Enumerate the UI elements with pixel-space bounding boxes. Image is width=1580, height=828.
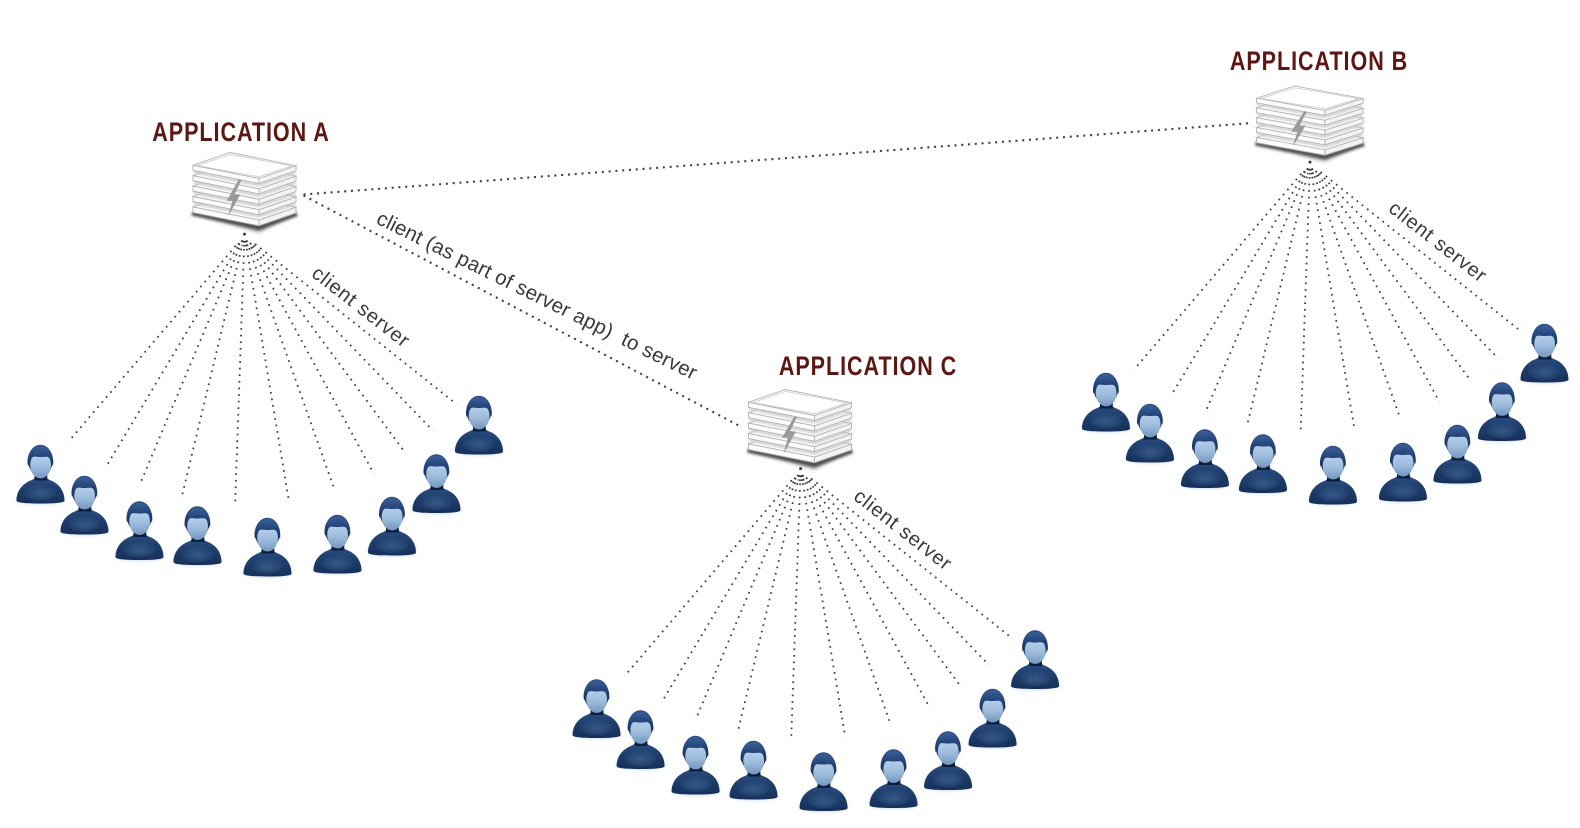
svg-text:APPLICATION A: APPLICATION A [152,118,330,148]
svg-text:APPLICATION B: APPLICATION B [1230,47,1408,77]
svg-text:APPLICATION C: APPLICATION C [779,352,957,382]
